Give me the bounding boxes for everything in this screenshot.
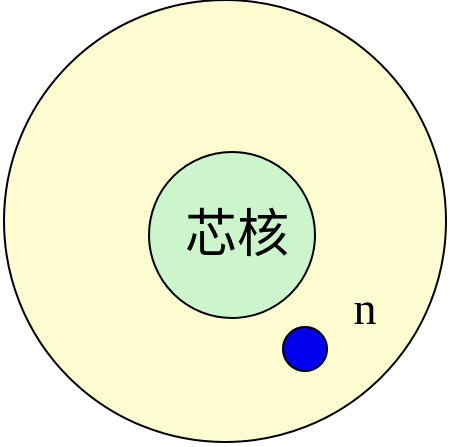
neutron-label: n — [354, 283, 377, 334]
neutron-particle — [282, 326, 328, 372]
core-circle — [148, 151, 316, 319]
core-label: 芯核 — [185, 205, 289, 265]
